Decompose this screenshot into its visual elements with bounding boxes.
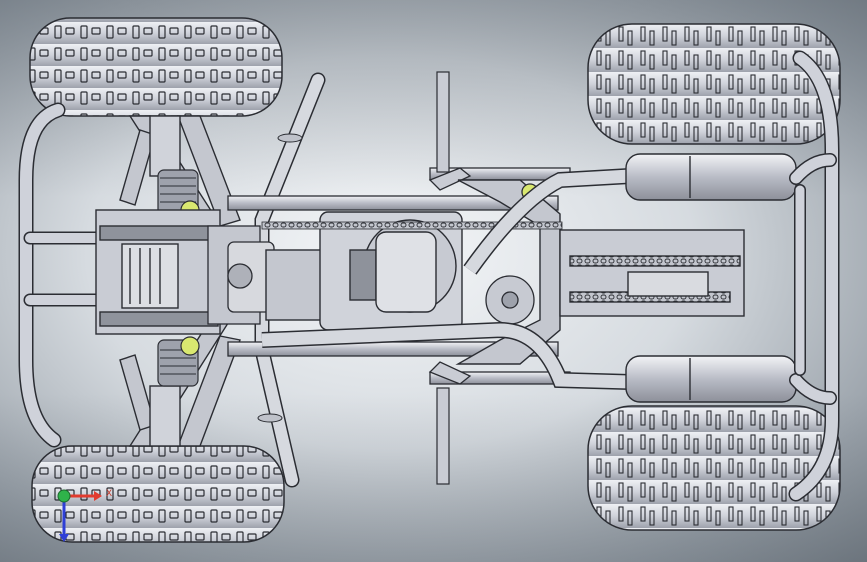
rear-subframe[interactable] xyxy=(455,179,745,365)
front-bumper[interactable] xyxy=(18,102,117,448)
front-right-shock[interactable] xyxy=(157,336,200,387)
steering-gear[interactable] xyxy=(207,225,275,325)
coordinate-triad: X xyxy=(48,480,118,550)
front-left-tire[interactable] xyxy=(29,17,283,117)
y-axis-icon xyxy=(57,489,71,503)
right-muffler[interactable] xyxy=(625,355,797,403)
x-axis-label: X xyxy=(106,489,113,499)
rear-left-tire[interactable] xyxy=(587,23,841,145)
engine[interactable] xyxy=(265,211,463,331)
footrest-bars[interactable] xyxy=(436,71,450,485)
drive-chain[interactable] xyxy=(261,221,563,230)
left-muffler[interactable] xyxy=(625,153,797,201)
rear-right-tire[interactable] xyxy=(587,405,841,531)
front-suspension[interactable] xyxy=(119,115,241,447)
rear-bumper[interactable] xyxy=(788,50,840,502)
front-frame[interactable] xyxy=(95,209,221,335)
exhaust-pipe[interactable] xyxy=(261,168,631,390)
